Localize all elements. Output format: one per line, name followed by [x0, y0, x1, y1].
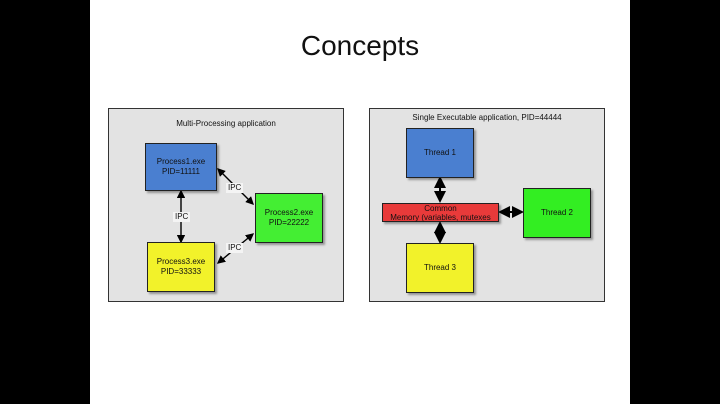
common-box: Common Memory (variables, mutexes	[382, 203, 499, 222]
process2-box: Process2.exe PID=22222	[255, 193, 323, 243]
multi-processing-panel-title: Multi-Processing application	[176, 119, 276, 128]
process1-box: Process1.exe PID=11111	[145, 143, 217, 191]
thread1-box: Thread 1	[406, 128, 474, 178]
process1-pid: PID=11111	[162, 167, 200, 176]
slide-title: Concepts	[300, 30, 420, 61]
process2-pid: PID=22222	[268, 218, 310, 227]
single-executable-connectors	[434, 176, 524, 244]
thread2-box: Thread 2	[523, 188, 591, 238]
process2-name: Process2.exe	[264, 208, 314, 217]
thread2-label: Thread 2	[540, 208, 574, 217]
common-detail: Memory (variables, mutexes	[390, 212, 491, 222]
process3-pid: PID=33333	[160, 267, 202, 276]
ipc-label-p1-p3: IPC	[173, 212, 191, 222]
ipc-label-p3-p2: IPC	[226, 243, 244, 253]
thread3-label: Thread 3	[423, 263, 457, 272]
thread3-box: Thread 3	[406, 243, 474, 293]
process1-name: Process1.exe	[156, 157, 206, 166]
process3-name: Process3.exe	[156, 257, 206, 266]
thread1-label: Thread 1	[423, 148, 457, 157]
process3-box: Process3.exe PID=33333	[147, 242, 215, 292]
ipc-label-p1-p2: IPC	[226, 183, 244, 193]
common-label: Common	[424, 203, 457, 213]
single-executable-panel-title: Single Executable application, PID=44444	[412, 113, 562, 122]
